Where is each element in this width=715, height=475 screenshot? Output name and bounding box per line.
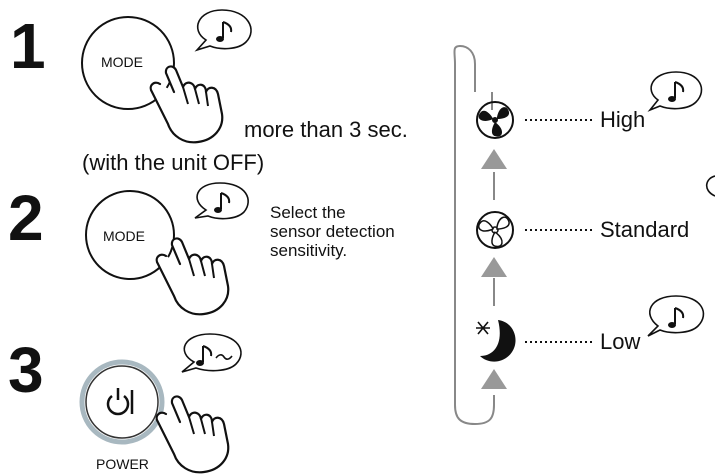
step-number: 2 [8, 182, 44, 254]
fan-icon [475, 101, 514, 140]
step-number: 1 [10, 10, 46, 82]
step2-instruction-line: sensor detection [270, 222, 395, 241]
step3-hand-icon [155, 395, 230, 474]
fan-icon [475, 211, 514, 250]
moon-star-icon [476, 320, 516, 362]
mode-button-label: MODE [103, 228, 145, 244]
low-speech-bubble-icon [647, 295, 705, 337]
step2-speech-bubble-icon [194, 182, 249, 220]
up-arrow-icon [481, 149, 507, 169]
power-button-label: POWER [96, 456, 149, 472]
high-speech-bubble-icon [647, 71, 703, 112]
standard-speech-bubble-icon [705, 175, 715, 197]
step2-instruction-line: Select the [270, 203, 346, 222]
step3-power-button[interactable] [79, 359, 165, 445]
up-arrow-icon [481, 369, 507, 389]
level-label-low: Low [600, 329, 641, 354]
step1-instruction: more than 3 sec. [244, 117, 408, 142]
step2-instruction-line: sensitivity. [270, 241, 348, 260]
level-label-standard: Standard [600, 217, 690, 242]
up-arrow-icon [481, 257, 507, 277]
level-label-high: High [600, 107, 646, 132]
step3-speech-bubble-icon [181, 333, 242, 373]
mode-button-label: MODE [101, 54, 143, 70]
step-number: 3 [8, 334, 44, 406]
step2-mode-button[interactable] [85, 190, 175, 280]
music-note-tilde-icon [195, 345, 233, 367]
step1-speech-bubble-icon [194, 9, 252, 52]
step1-note: (with the unit OFF) [82, 150, 265, 175]
cycle-bracket [453, 44, 495, 426]
